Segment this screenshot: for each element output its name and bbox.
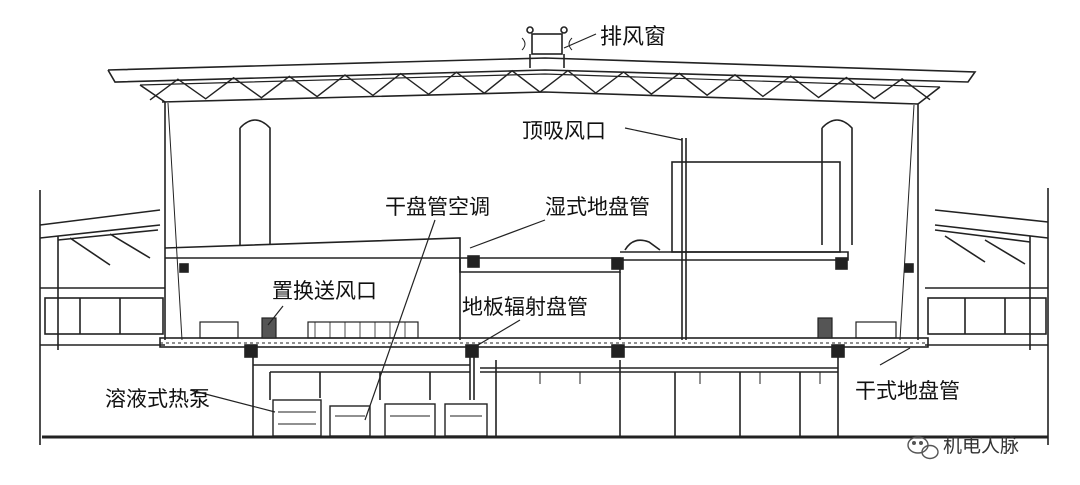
label-floor-radiant-coil: 地板辐射盘管 (462, 295, 588, 319)
watermark-text: 机电人脉 (943, 435, 1019, 457)
heat-pump-units (272, 399, 488, 437)
basement (42, 347, 1048, 439)
floor-slab (159, 255, 929, 358)
exhaust-window-symbol (521, 26, 573, 68)
label-top-exhaust-outlet: 顶吸风口 (522, 119, 606, 143)
leader-lines (189, 33, 911, 421)
building-structure (39, 26, 1049, 445)
label-dry-floor-coil: 干式地盘管 (855, 379, 960, 403)
watermark: 机电人脉 (907, 435, 1019, 460)
mezzanine (164, 138, 849, 340)
columns (239, 119, 853, 245)
right-canopy (925, 188, 1049, 445)
left-canopy (39, 190, 165, 445)
label-solution-heat-pump: 溶液式热泵 (105, 387, 210, 411)
label-displacement-supply: 置换送风口 (272, 279, 377, 303)
labels: 排风窗 顶吸风口 干盘管空调 湿式地盘管 置换送风口 地板辐射盘管 溶液式热泵 … (105, 25, 960, 411)
label-exhaust-window: 排风窗 (600, 25, 666, 50)
floor-outlets (199, 317, 897, 339)
roof (107, 57, 977, 341)
wechat-icon (907, 436, 939, 460)
label-wet-floor-coil: 湿式地盘管 (545, 195, 650, 219)
label-dry-coil-ac: 干盘管空调 (385, 195, 490, 219)
